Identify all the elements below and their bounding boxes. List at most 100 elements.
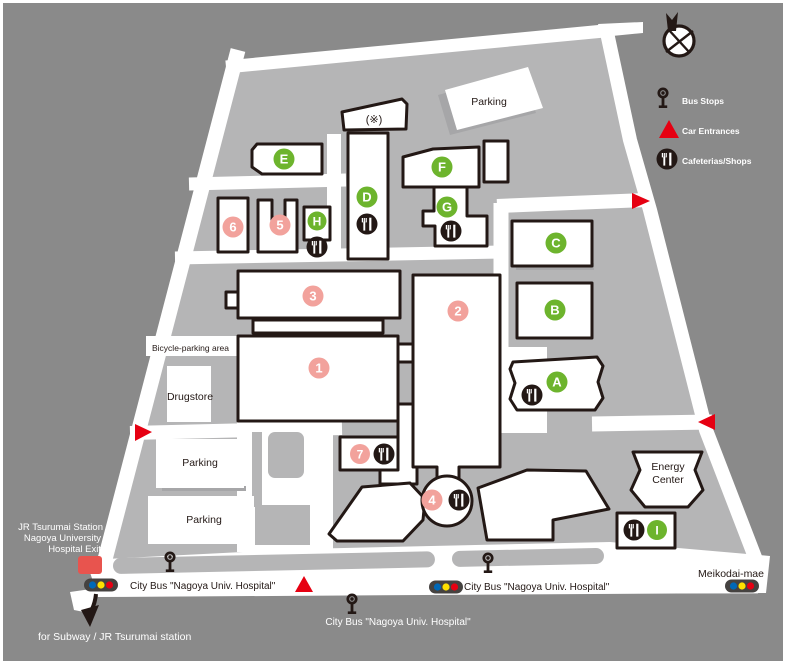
energy-center-label-2: Center [652, 474, 684, 486]
building-1 [236, 334, 400, 423]
marker-2: 2 [447, 300, 469, 322]
marker-2-label: 2 [454, 304, 461, 319]
parking-label: Parking [186, 514, 222, 526]
marker-7-label: 7 [357, 448, 364, 462]
jr-exit-line1: JR Tsurumai Station [18, 522, 103, 533]
legend-bus-stops: Bus Stops [682, 96, 724, 106]
shadow [162, 486, 246, 491]
cafeteria-icon [372, 442, 396, 466]
plaza-block [255, 505, 310, 545]
marker-i: I [647, 520, 667, 540]
car-entrance-icon [698, 414, 715, 430]
energy-center [629, 450, 705, 509]
marker-g-label: G [442, 200, 452, 215]
plaza-lawn [268, 432, 304, 478]
marker-f: F [431, 156, 453, 178]
road-top [225, 24, 605, 74]
marker-d-label: D [362, 190, 371, 205]
marker-1-label: 1 [315, 361, 322, 376]
marker-a-label: A [552, 375, 562, 390]
marker-b: B [544, 299, 566, 321]
energy-center-label-1: Energy [651, 461, 685, 473]
parking-lot-top: Parking [445, 67, 543, 130]
marker-4-label: 4 [428, 493, 436, 508]
marker-f-label: F [438, 160, 446, 175]
cafeteria-icon [655, 147, 679, 171]
marker-4: 4 [421, 489, 443, 511]
marker-a: A [546, 371, 568, 393]
cafeteria-icon [520, 383, 544, 407]
compass-icon [662, 12, 696, 58]
marker-5-label: 5 [276, 218, 283, 233]
road-inner-5 [591, 414, 713, 432]
marker-c: C [545, 232, 567, 254]
marker-h: H [307, 211, 327, 231]
road-median-east [451, 547, 604, 567]
road-inner-4 [496, 193, 647, 213]
marker-5: 5 [269, 214, 291, 236]
jr-exit-line2: Nagoya University [24, 533, 101, 544]
building-f-annex [482, 139, 510, 184]
cafeteria-icon [622, 518, 646, 542]
subway-direction-label: for Subway / JR Tsurumai station [38, 631, 191, 643]
legend-cafeterias: Cafeterias/Shops [682, 156, 752, 166]
marker-1: 1 [308, 357, 330, 379]
road-inner-1 [188, 173, 347, 191]
green-building-markers: A B C D E F G H I [273, 148, 667, 540]
marker-g: G [436, 196, 458, 218]
marker-c-label: C [551, 236, 561, 251]
buildings [216, 97, 705, 550]
cafeteria-icon [355, 212, 379, 236]
parking-lot-mid: Parking [156, 439, 244, 488]
road-right-diagonal [599, 26, 765, 568]
bicycle-parking-label: Bicycle-parking area [152, 343, 229, 353]
city-bus-label-south: City Bus "Nagoya Univ. Hospital" [325, 617, 471, 628]
cafeteria-icon [447, 488, 471, 512]
car-entrance-icon [659, 120, 679, 138]
jr-exit-marker [78, 556, 102, 574]
building-4-east-wing [476, 468, 611, 542]
car-entrance-icon [135, 424, 152, 441]
corridor [251, 318, 385, 335]
jr-exit-line3: Hospital Exit [48, 544, 101, 555]
bus-route-marker [84, 578, 118, 592]
building-4-west-wing [327, 481, 427, 543]
building-b [515, 281, 594, 340]
marker-e-label: E [280, 152, 289, 167]
marker-3: 3 [302, 285, 324, 307]
bus-route-marker [725, 579, 759, 593]
pink-building-markers: 1 2 3 4 5 6 7 [222, 214, 469, 511]
road-median-west [112, 551, 435, 574]
marker-6: 6 [222, 216, 244, 238]
cafeteria-icon [439, 219, 463, 243]
marker-h-label: H [313, 215, 322, 229]
plaza-strip [252, 432, 262, 507]
meikodai-mae-label: Meikodai-mae [698, 568, 764, 580]
car-entrance-icon [632, 193, 650, 209]
car-entrance-icon [295, 576, 313, 592]
city-bus-label-west: City Bus "Nagoya Univ. Hospital" [130, 581, 276, 592]
marker-b-label: B [550, 303, 559, 318]
cafeteria-icon [305, 235, 329, 259]
drugstore-label: Drugstore [167, 391, 213, 403]
bicycle-parking-zone [146, 336, 238, 356]
road-inner-2 [174, 245, 503, 265]
marker-e: E [273, 148, 295, 170]
drugstore: Drugstore [167, 366, 213, 422]
marker-3-label: 3 [309, 289, 316, 304]
road-left-diagonal [89, 48, 246, 592]
marker-7: 7 [350, 444, 370, 464]
bus-route-marker [429, 580, 463, 594]
legend-car-entrances: Car Entrances [682, 126, 740, 136]
city-bus-label-east: City Bus "Nagoya Univ. Hospital" [464, 582, 610, 593]
parking-lot-low: Parking [148, 496, 254, 544]
building-asterisk [340, 97, 409, 132]
subway-arrow-icon [81, 605, 99, 627]
asterisk-label: (※) [366, 114, 383, 126]
marker-6-label: 6 [229, 220, 236, 235]
parking-label: Parking [471, 96, 507, 108]
legend: Bus Stops Car Entrances Cafeterias/Shops [655, 87, 752, 171]
